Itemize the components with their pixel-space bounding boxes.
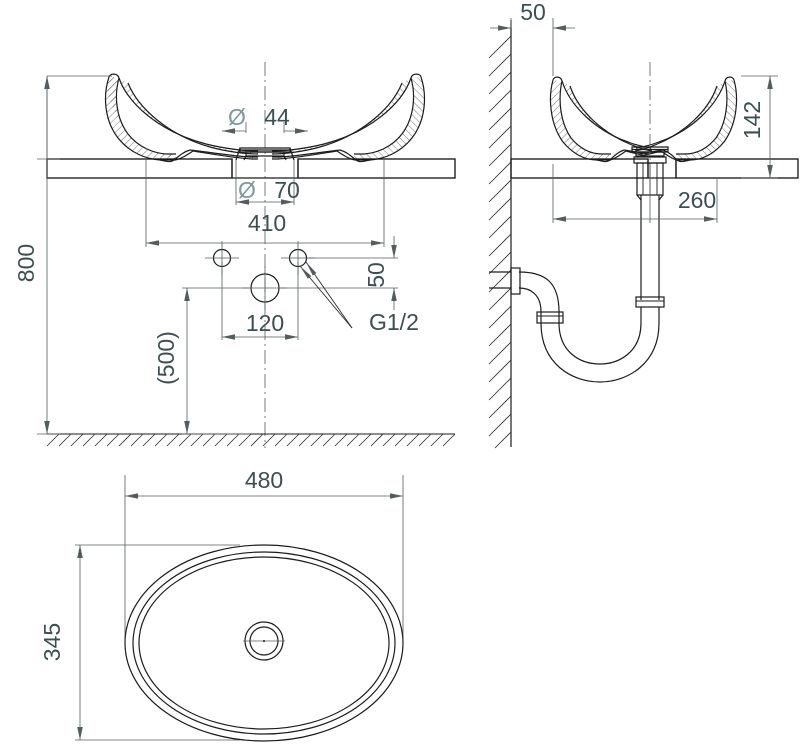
front-elevation-view: 800 Ø 44 Ø 70 410 120 50 (500) G1/2 — [13, 62, 456, 448]
wall-section — [488, 20, 512, 449]
dim-text-50-side: 50 — [520, 0, 546, 25]
dim-text-70: 70 — [274, 177, 300, 203]
basin-outline-inner — [138, 556, 390, 730]
side-elevation-view: 50 142 260 — [488, 0, 799, 449]
plan-extension-lines — [75, 475, 404, 741]
dim-text-480: 480 — [245, 467, 283, 493]
leader-g12-b — [299, 265, 353, 329]
dim-text-142: 142 — [739, 101, 765, 139]
diameter-symbol-70: Ø — [238, 177, 256, 203]
dim-text-50-front: 50 — [363, 262, 389, 288]
counter-slab-side — [510, 158, 799, 179]
plan-view: 480 345 — [39, 467, 404, 742]
dim-text-120: 120 — [246, 310, 284, 336]
front-dimension-lines — [44, 76, 397, 434]
dim-text-260: 260 — [678, 187, 716, 213]
dim-text-500: (500) — [153, 331, 179, 385]
dim-text-g12: G1/2 — [369, 309, 419, 335]
diameter-symbol-44: Ø — [228, 104, 246, 130]
dim-text-410: 410 — [248, 210, 286, 236]
p-trap — [489, 267, 660, 383]
leader-g12-a — [305, 261, 353, 329]
dim-text-345: 345 — [39, 623, 65, 661]
basin-section — [104, 73, 426, 163]
basin-outline-mid — [132, 551, 396, 735]
basin-outline-outer — [124, 544, 404, 742]
floor-line — [46, 433, 456, 447]
dim-text-44: 44 — [264, 104, 290, 130]
side-dimension-lines — [490, 25, 773, 222]
dim-text-800: 800 — [13, 244, 39, 282]
